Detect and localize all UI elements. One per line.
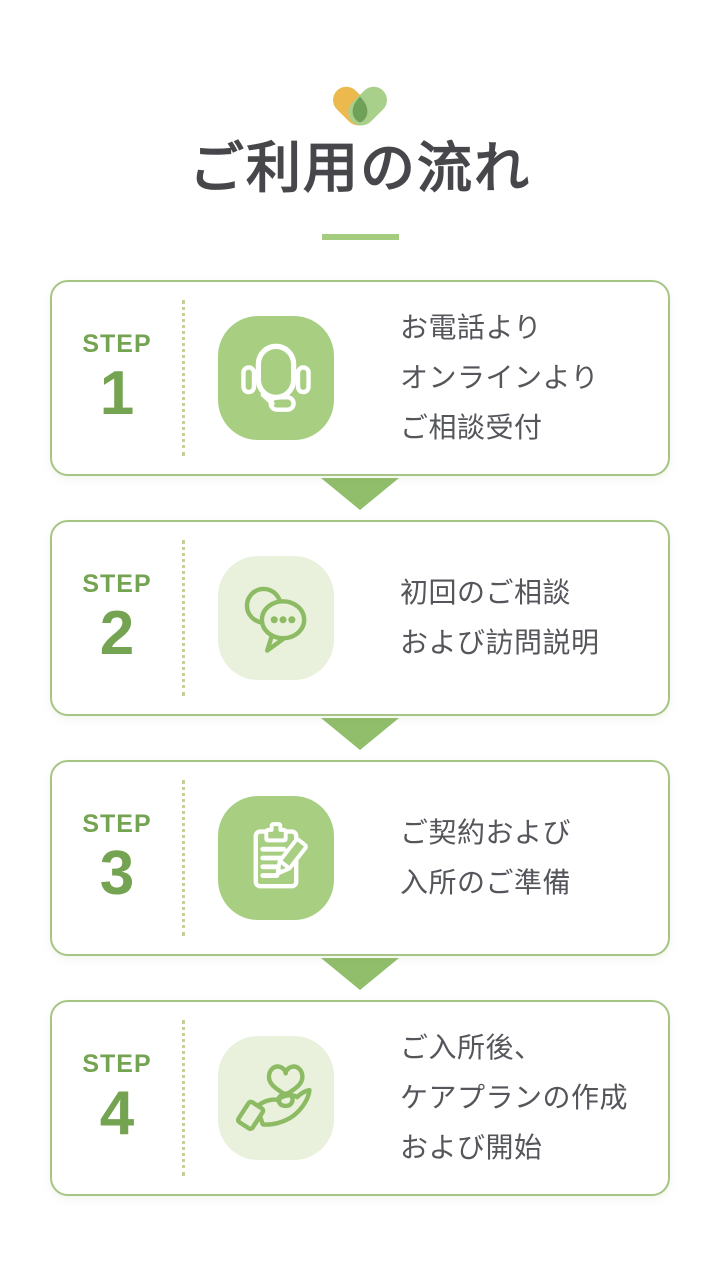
step-indicator: STEP 3 — [52, 762, 182, 954]
header: ご利用の流れ — [0, 0, 720, 240]
description-line: および訪問説明 — [400, 626, 600, 658]
heart-leaves-logo — [333, 86, 387, 126]
chat-bubbles-icon — [218, 555, 334, 680]
title-underline — [321, 233, 399, 240]
step-label: STEP — [82, 1049, 152, 1078]
step-description: 初回のご相談 および訪問説明 — [400, 522, 600, 714]
arrow-down-icon — [321, 957, 399, 990]
description-line: および開始 — [400, 1131, 543, 1163]
description-line: ご入所後、 — [400, 1031, 543, 1063]
description-line: ご契約および — [400, 816, 572, 848]
step-label: STEP — [82, 329, 152, 358]
steps-flow: STEP 1 お電話より オンラインより ご相談受付 — [0, 279, 720, 1196]
dotted-divider — [182, 299, 185, 456]
dotted-divider — [182, 779, 185, 936]
step-indicator: STEP 2 — [52, 522, 182, 714]
description-line: お電話より — [400, 311, 542, 343]
step-card-3: STEP 3 ご契約および 入所のご準備 — [50, 759, 670, 956]
step-card-2: STEP 2 初回のご相談 および訪問説明 — [50, 519, 670, 716]
description-line: 初回のご相談 — [400, 576, 572, 608]
step-number: 1 — [99, 358, 135, 428]
dotted-divider — [182, 1019, 185, 1176]
clipboard-pencil-icon — [218, 795, 334, 920]
step-indicator: STEP 1 — [52, 282, 182, 474]
step-description: ご契約および 入所のご準備 — [400, 762, 571, 954]
arrow-down-icon — [321, 717, 399, 750]
dotted-divider — [182, 539, 185, 696]
hand-heart-icon — [218, 1035, 334, 1160]
description-line: オンラインより — [400, 361, 599, 393]
page-title: ご利用の流れ — [188, 137, 531, 199]
step-number: 4 — [99, 1078, 135, 1148]
step-number: 3 — [99, 838, 135, 908]
step-description: お電話より オンラインより ご相談受付 — [400, 282, 599, 474]
flow-connector — [0, 476, 720, 520]
headset-icon — [218, 315, 334, 440]
flow-connector — [0, 956, 720, 1000]
arrow-down-icon — [321, 477, 399, 510]
description-line: 入所のご準備 — [400, 866, 572, 898]
step-card-4: STEP 4 ご入所後、 ケアプランの作成 および開始 — [50, 999, 670, 1196]
step-description: ご入所後、 ケアプランの作成 および開始 — [400, 1002, 628, 1194]
step-number: 2 — [99, 598, 135, 668]
description-line: ご相談受付 — [400, 411, 543, 443]
step-indicator: STEP 4 — [52, 1002, 182, 1194]
step-label: STEP — [82, 569, 152, 598]
step-label: STEP — [82, 809, 152, 838]
flow-connector — [0, 716, 720, 760]
description-line: ケアプランの作成 — [400, 1081, 629, 1113]
step-card-1: STEP 1 お電話より オンラインより ご相談受付 — [50, 279, 670, 476]
